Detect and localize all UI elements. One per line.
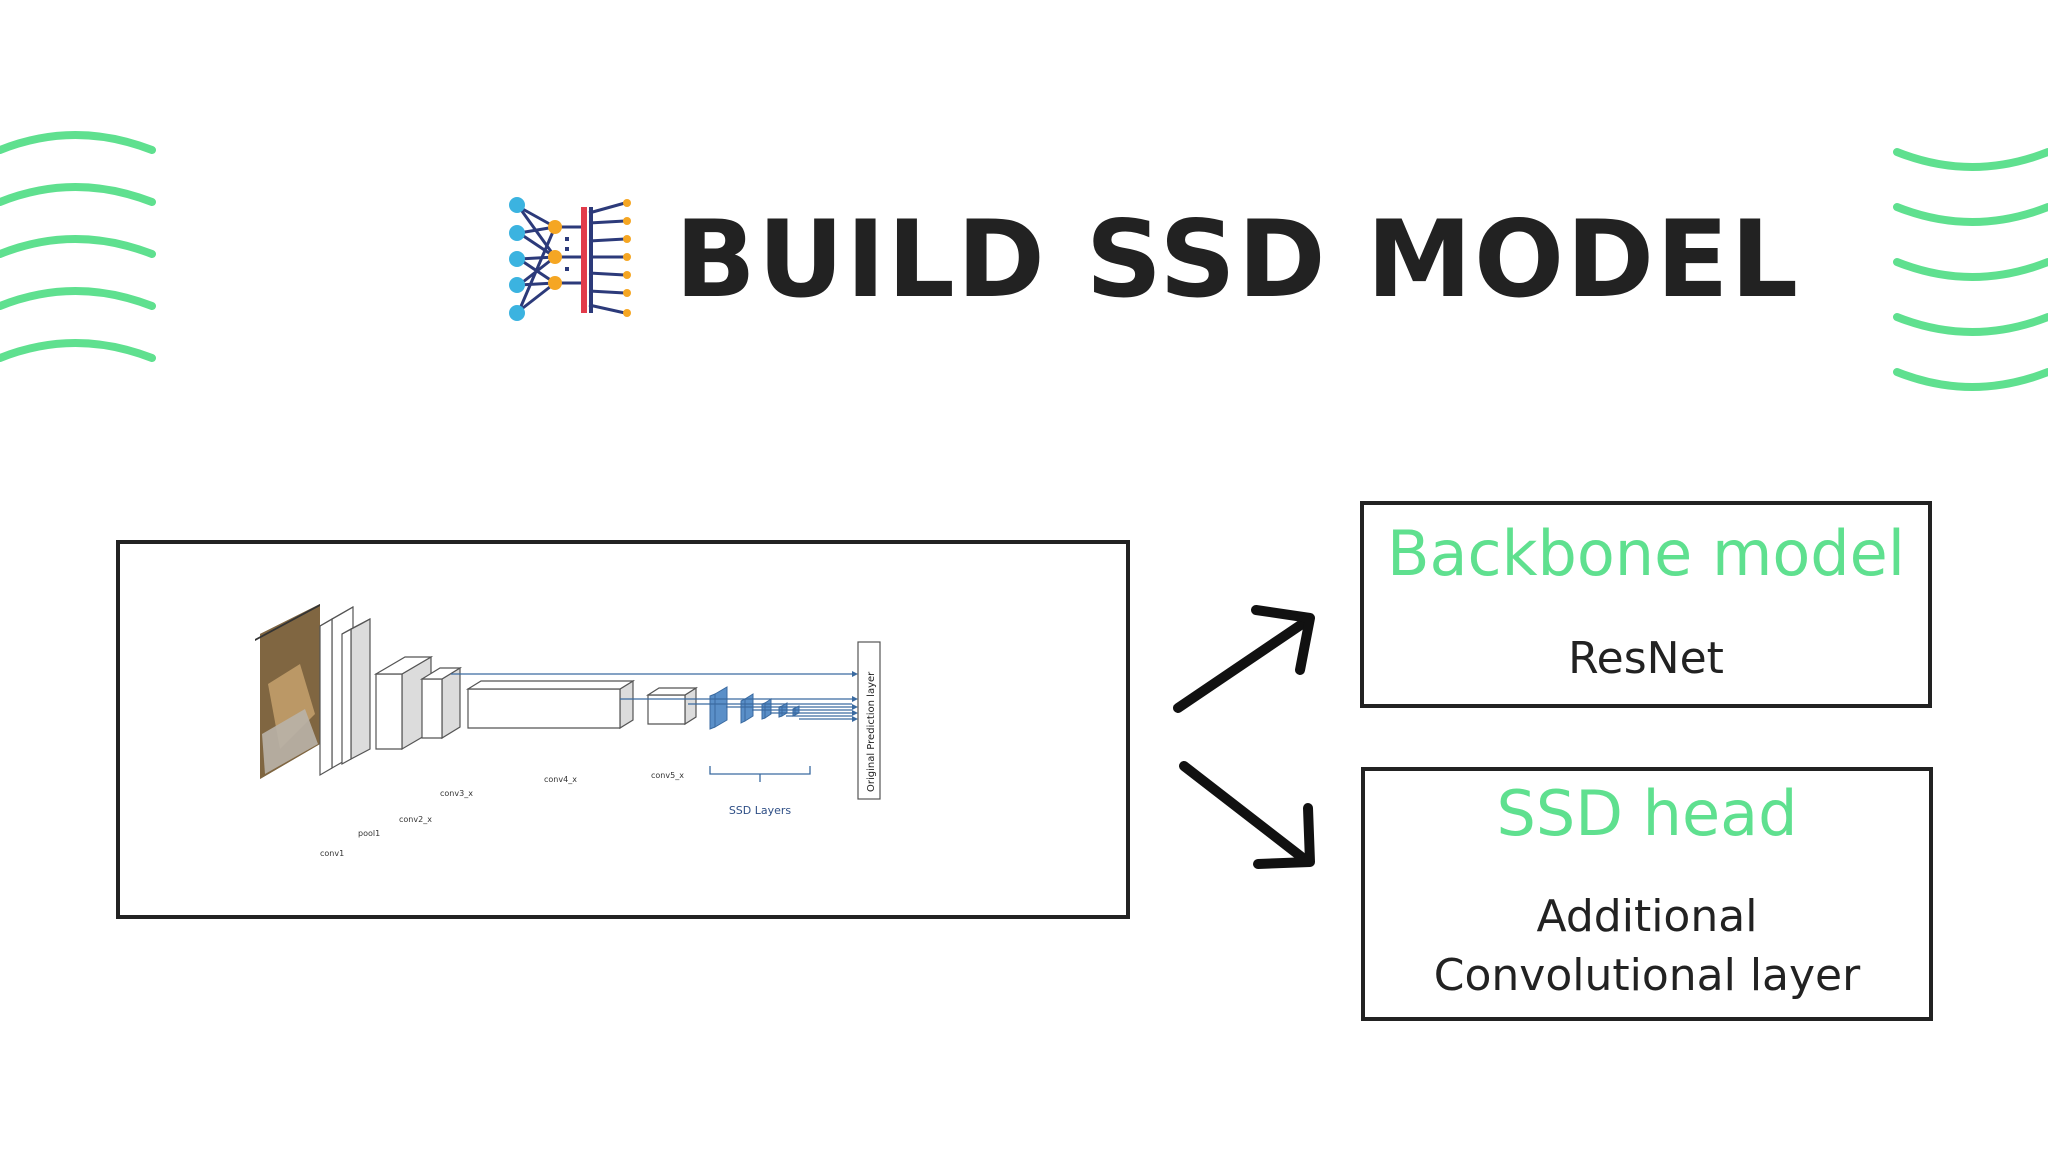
pool1-block: [341, 618, 371, 766]
conv5-block: [645, 686, 699, 726]
conv5-label: conv5_x: [651, 771, 684, 780]
title-row: BUILD SSD MODEL: [505, 170, 1800, 350]
branch-arrows: [1173, 605, 1315, 869]
backbone-box: Backbone model ResNet: [1360, 501, 1932, 708]
architecture-frame: Original Prediction layer SSD Layers con…: [116, 540, 1130, 919]
ssd-layer-blocks: [709, 686, 800, 730]
conv1-label: conv1: [320, 849, 344, 858]
backbone-body: ResNet: [1364, 629, 1928, 688]
backbone-title: Backbone model: [1386, 517, 1905, 590]
arrowheads: [852, 671, 858, 722]
conv3-block: [419, 666, 463, 740]
conv4-block: [465, 679, 636, 730]
conv4-label: conv4_x: [544, 775, 577, 784]
prediction-layer-label: Original Prediction layer: [866, 671, 877, 792]
input-image: [255, 604, 320, 779]
conv2-label: conv2_x: [399, 815, 432, 824]
arrow-down-right-icon: [1179, 761, 1315, 869]
prediction-layer-box: [857, 641, 881, 800]
ssd-head-body-line2: Convolutional layer: [1433, 950, 1861, 1002]
ssd-head-title: SSD head: [1496, 777, 1798, 850]
prediction-connections: [451, 673, 852, 720]
neural-network-icon: [509, 197, 631, 321]
page-title: BUILD SSD MODEL: [675, 198, 1801, 321]
ssd-architecture-diagram: Original Prediction layer SSD Layers con…: [255, 604, 881, 858]
pool1-label: pool1: [358, 829, 380, 838]
ssd-head-body: Additional Convolutional layer: [1365, 887, 1929, 1006]
conv3-label: conv3_x: [440, 789, 473, 798]
backbone-body-text: ResNet: [1568, 633, 1724, 684]
arrow-up-right-icon: [1173, 605, 1315, 713]
ssd-layers-brace: [709, 766, 811, 782]
ssd-head-box: SSD head Additional Convolutional layer: [1361, 767, 1933, 1021]
ssd-head-body-line1: Additional: [1536, 891, 1758, 942]
ssd-layers-label: SSD Layers: [729, 804, 792, 817]
